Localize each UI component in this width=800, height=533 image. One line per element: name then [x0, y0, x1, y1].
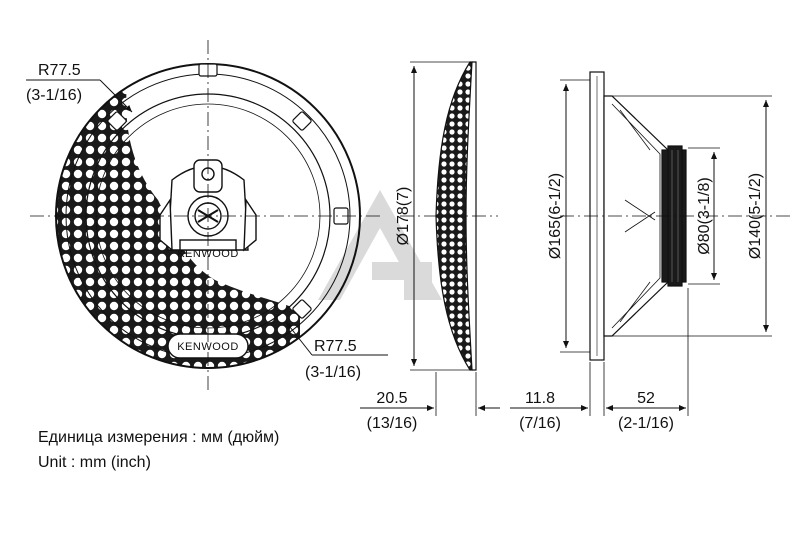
radius-bottom-inch: (3-1/16)	[305, 364, 361, 381]
cutout-diameter-label: Ø165(6-1/2)	[547, 173, 564, 259]
mounting-depth-mm: 52	[637, 390, 655, 407]
grille-perforated-area	[56, 64, 300, 368]
radius-leader-bottom	[285, 321, 388, 356]
flange-thickness-inch: (7/16)	[519, 415, 561, 432]
watermark-logo	[318, 190, 442, 300]
mounting-depth-inch: (2-1/16)	[618, 415, 674, 432]
radius-top-mm: R77.5	[38, 62, 81, 79]
speaker-side-view: Ø165(6-1/2) Ø80(3-1/8) Ø140(5-1/2) 11.8 …	[510, 71, 790, 432]
bridge-brand-text: KENWOOD	[177, 248, 239, 260]
mounting-tabs	[107, 63, 349, 319]
magnet-diameter-label: Ø80(3-1/8)	[696, 177, 713, 254]
grille-depth-inch: (13/16)	[367, 415, 418, 432]
radius-top-inch: (3-1/16)	[26, 87, 82, 104]
mount-diameter-label: Ø140(5-1/2)	[747, 173, 764, 259]
unit-note-russian: Единица измерения : мм (дюйм)	[38, 429, 280, 446]
grille-depth-mm: 20.5	[376, 390, 407, 407]
flange-thickness-mm: 11.8	[525, 390, 555, 407]
speaker-front-view: KENWOOD KENWOOD R77.5 (3-1/16) R77.5 (3-…	[26, 40, 388, 390]
radius-bottom-mm: R77.5	[314, 338, 357, 355]
front-centerlines	[30, 40, 380, 390]
grille-side-view: Ø178(7) 20.5 (13/16)	[360, 61, 500, 432]
radius-leader-top	[26, 79, 133, 113]
unit-note-english: Unit : mm (inch)	[38, 454, 151, 471]
